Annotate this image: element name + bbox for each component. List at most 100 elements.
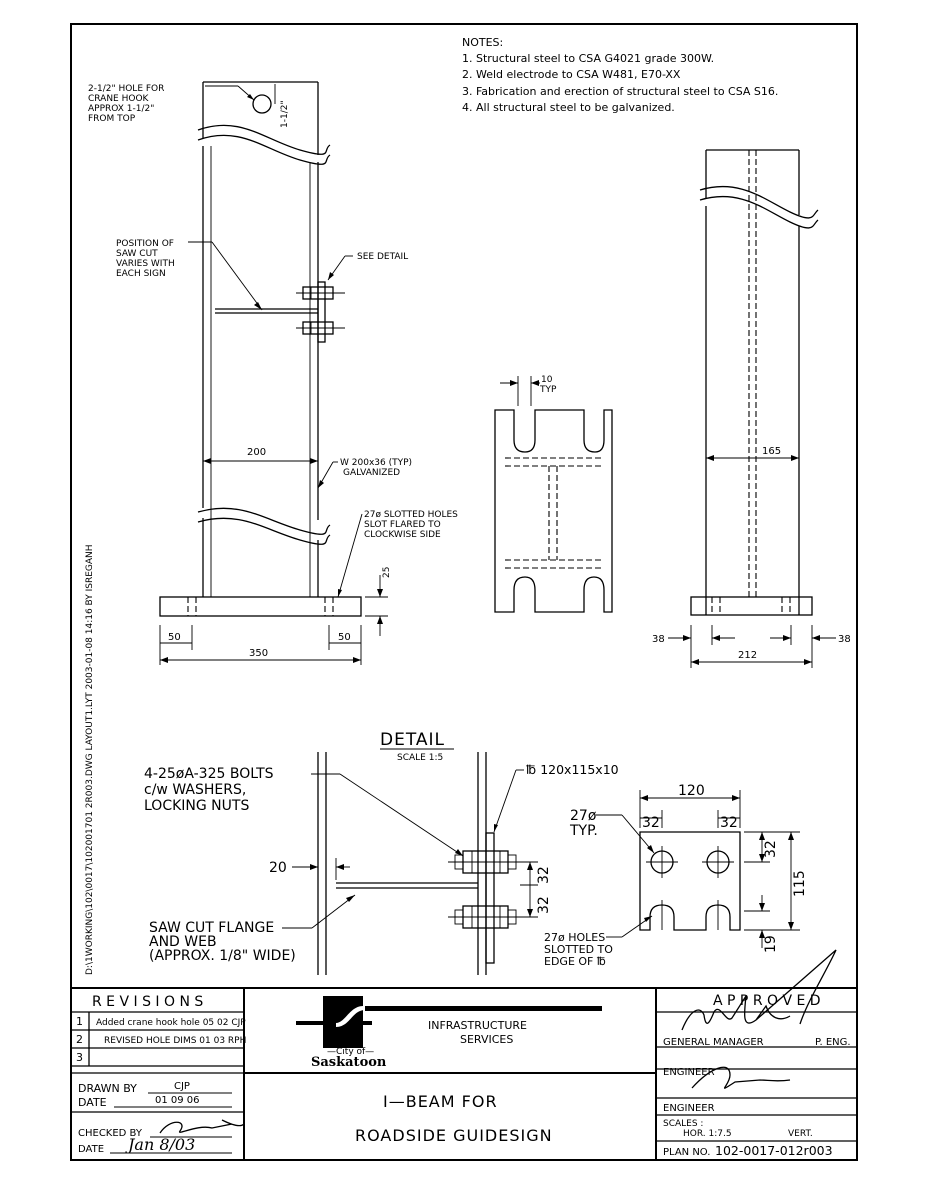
note-1: 1. Structural steel to CSA G4021 grade 3… — [462, 52, 714, 65]
bolt-space-2-dim: 32 — [536, 896, 552, 914]
sheet-border — [70, 23, 858, 1161]
beam-note-line-2: GALVANIZED — [343, 468, 400, 478]
plate-edge-top-dim: 32 — [763, 840, 779, 858]
base-width-dim: 350 — [249, 648, 268, 659]
side-edge-left-dim: 38 — [652, 634, 665, 645]
width-dim: 200 — [247, 447, 266, 458]
beam-note-line-1: W 200x36 (TYP) — [340, 458, 412, 468]
base-plate — [159, 596, 362, 617]
city-name: Saskatoon — [311, 1055, 387, 1070]
plan-no-label: PLAN NO. — [663, 1147, 710, 1158]
scale-horizontal: HOR. 1:7.5 — [683, 1129, 732, 1139]
side-base-width-dim: 212 — [738, 650, 757, 661]
bolts-note-line-2: c/w WASHERS, — [144, 782, 246, 798]
scales-label: SCALES : — [663, 1119, 703, 1129]
hole-note-line-2: CRANE HOOK — [88, 94, 150, 104]
p-eng-label: P. ENG. — [815, 1037, 851, 1048]
notes-heading: NOTES: — [462, 36, 503, 49]
checked-date-label: DATE — [78, 1144, 104, 1155]
plate-edge-left-dim: 32 — [642, 815, 660, 831]
plate-hole-note-1: 27ø — [570, 808, 597, 824]
flange-width-dim: 165 — [762, 446, 781, 457]
edge-right-dim: 50 — [338, 632, 351, 643]
revision-row-2: 2 REVISED HOLE DIMS 01 03 RPH — [76, 1033, 246, 1046]
gap-dim: 20 — [269, 860, 287, 876]
see-detail-label: SEE DETAIL — [357, 252, 408, 262]
drawn-by-label: DRAWN BY — [78, 1082, 137, 1095]
engineer-1-label: ENGINEER — [663, 1067, 715, 1078]
plate-width-dim: 120 — [678, 783, 705, 799]
front-elevation: 2-1/2" HOLE FOR CRANE HOOK APPROX 1-1/2"… — [88, 81, 458, 665]
note-4: 4. All structural steel to be galvanized… — [462, 101, 675, 114]
file-path-text: D:\1WORKING\102\0017\102001701 2R003.DWG… — [85, 544, 95, 975]
revisions-heading: R E V I S I O N S — [92, 994, 203, 1010]
plate-slot-note-3: EDGE OF ℔ — [544, 955, 606, 968]
checked-by-label: CHECKED BY — [78, 1128, 143, 1139]
detail-sawcut-line-2: AND WEB — [149, 934, 217, 950]
plate-slot-note-2: SLOTTED TO — [544, 943, 613, 956]
revision-row-1: 1 Added crane hook hole 05 02 CJP — [76, 1015, 246, 1028]
detail-title: DETAIL — [380, 730, 445, 750]
general-manager-label: GENERAL MANAGER — [663, 1037, 764, 1048]
general-notes: NOTES: 1. Structural steel to CSA G4021 … — [462, 36, 778, 114]
plate-height-dim: 115 — [792, 870, 808, 897]
city-label-small: —City of— — [327, 1047, 374, 1057]
city-logo — [296, 996, 602, 1048]
hole-note-line-3: APPROX 1-1/2" — [88, 104, 154, 114]
checked-date-value: Jan 8/03 — [125, 1135, 195, 1154]
bolts-note-line-3: LOCKING NUTS — [144, 798, 249, 814]
revision-row-3: 3 — [76, 1051, 83, 1064]
hole-dim: 1-1/2" — [280, 100, 290, 128]
drawing-title-line-2: ROADSIDE GUIDESIGN — [355, 1126, 553, 1145]
hole-note-line-1: 2-1/2" HOLE FOR — [88, 84, 164, 94]
engineer-signature — [691, 1066, 791, 1089]
plate-slot-note-1: 27ø HOLES — [544, 931, 605, 944]
department-line-2: SERVICES — [460, 1033, 513, 1046]
drawn-date-value: 01 09 06 — [155, 1095, 200, 1106]
note-2: 2. Weld electrode to CSA W481, E70-XX — [462, 68, 681, 81]
revision-number: 3 — [76, 1051, 83, 1064]
side-edge-right-dim: 38 — [838, 634, 851, 645]
checked-by-signature — [159, 1119, 245, 1134]
slot-note-line-1: 27ø SLOTTED HOLES — [364, 510, 458, 520]
hole-note-line-4: FROM TOP — [88, 114, 136, 124]
sawcut-note-line-4: EACH SIGN — [116, 269, 166, 279]
plate-thickness-dim: 25 — [382, 567, 392, 578]
drawn-by-value: CJP — [174, 1081, 190, 1092]
detail-scale: SCALE 1:5 — [397, 753, 443, 763]
side-elevation: 165 38 38 212 — [652, 149, 851, 668]
revision-number: 1 — [76, 1015, 83, 1028]
scale-vertical: VERT. — [788, 1129, 813, 1139]
detail-sawcut-line-1: SAW CUT FLANGE — [149, 920, 274, 936]
revision-text: Added crane hook hole 05 02 CJP — [96, 1018, 246, 1028]
slot-note-line-2: SLOT FLARED TO — [364, 520, 441, 530]
plate-edge-right-dim: 32 — [720, 815, 738, 831]
department-line-1: INFRASTRUCTURE — [428, 1019, 527, 1032]
general-manager-signature — [681, 949, 837, 1031]
drawing-title-line-1: I—BEAM FOR — [383, 1092, 498, 1111]
drawn-date-label: DATE — [78, 1096, 107, 1109]
bolts-note-line-1: 4-25øA-325 BOLTS — [144, 766, 274, 782]
plan-no-value: 102-0017-012r003 — [715, 1143, 833, 1158]
slot-note-line-3: CLOCKWISE SIDE — [364, 530, 441, 540]
revision-number: 2 — [76, 1033, 83, 1046]
slot-width-dim: 10 — [541, 375, 553, 385]
slot-width-typ: TYP — [539, 385, 557, 395]
detail-view: DETAIL SCALE 1:5 4-25øA-325 BOLTS c/w WA… — [144, 730, 808, 975]
note-3: 3. Fabrication and erection of structura… — [462, 85, 778, 98]
cross-section: 10 TYP — [494, 375, 613, 613]
plate-note: ℔ 120x115x10 — [526, 762, 619, 777]
edge-left-dim: 50 — [168, 632, 181, 643]
title-block: R E V I S I O N S 1 Added crane hook hol… — [71, 949, 857, 1160]
crane-hook-hole — [252, 94, 272, 114]
plate-edge-bottom-dim: 19 — [763, 935, 779, 953]
sawcut-note-line-1: POSITION OF — [116, 239, 174, 249]
bolt-space-1-dim: 32 — [536, 866, 552, 884]
detail-sawcut-line-3: (APPROX. 1/8" WIDE) — [149, 948, 296, 964]
engineer-2-label: ENGINEER — [663, 1103, 715, 1114]
sawcut-note-line-3: VARIES WITH — [116, 259, 175, 269]
revision-text: REVISED HOLE DIMS 01 03 RPH — [104, 1036, 246, 1046]
sawcut-note-line-2: SAW CUT — [116, 249, 158, 259]
plate-hole-note-2: TYP. — [569, 823, 598, 839]
